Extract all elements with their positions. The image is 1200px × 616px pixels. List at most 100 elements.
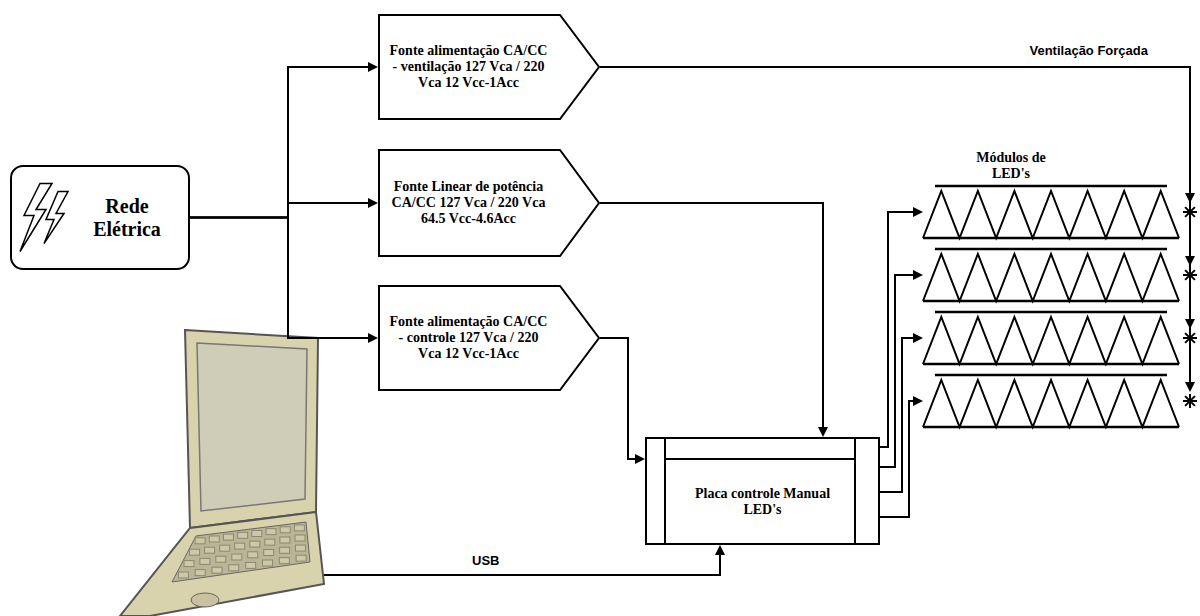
- module-base: [923, 237, 1179, 240]
- key: [280, 547, 290, 553]
- power-grid-box: Rede Elétrica: [10, 165, 190, 270]
- laptop-keyboard: [172, 522, 310, 582]
- connector-line: [880, 338, 921, 492]
- text-block: Fonte alimentação CA/CC - ventilação 127…: [386, 43, 551, 91]
- module-base: [923, 426, 1179, 429]
- key: [184, 561, 194, 567]
- key: [195, 538, 205, 544]
- usb-line: [324, 547, 720, 575]
- laptop-touchpad: [191, 593, 219, 607]
- connector-arrow: [190, 198, 378, 218]
- connector-line: [600, 338, 643, 459]
- arrowhead: [635, 454, 645, 464]
- key: [294, 525, 304, 531]
- node-label: Fonte alimentação CA/CC - controle 127 V…: [386, 314, 551, 362]
- board-side: [664, 438, 666, 544]
- rounded-box: [11, 166, 189, 269]
- text-block: Placa controle Manual LED's: [675, 486, 850, 518]
- key: [224, 534, 234, 540]
- led-triangles: [923, 254, 1179, 301]
- led-modules: Módulos de LED's: [905, 150, 1200, 430]
- laptop-screen: [197, 343, 307, 511]
- key: [200, 558, 210, 564]
- connector-arrow: [600, 338, 645, 464]
- connector-arrow: [190, 62, 378, 218]
- key: [195, 570, 205, 576]
- key: [266, 529, 276, 535]
- text-block: Fonte Linear de potência CA/CC 127 Vca /…: [386, 179, 551, 227]
- connector-arrow: [600, 67, 1195, 392]
- text-block: Rede Elétrica: [72, 195, 182, 241]
- edge-label: Ventilação Forçada: [1028, 43, 1151, 58]
- laptop-base: [120, 512, 324, 616]
- key: [246, 562, 256, 568]
- key: [209, 536, 219, 542]
- module-bar: [935, 185, 1167, 188]
- arrowhead: [913, 270, 923, 280]
- key: [280, 537, 290, 543]
- key: [232, 554, 242, 560]
- key: [212, 567, 222, 573]
- board-band: [665, 458, 855, 460]
- power-supply-block: Fonte Linear de potência CA/CC 127 Vca /…: [378, 149, 600, 257]
- key: [216, 556, 226, 562]
- node-label: Fonte alimentação CA/CC - ventilação 127…: [386, 43, 551, 91]
- board-side: [854, 438, 856, 544]
- fan-symbol: [1185, 396, 1195, 406]
- connector-arrow: [190, 218, 378, 344]
- arrowhead: [715, 545, 725, 555]
- group-heading: Módulos de LED's: [965, 150, 1057, 182]
- text-block: Fonte alimentação CA/CC - controle 127 V…: [386, 314, 551, 362]
- connector-arrow: [880, 207, 923, 517]
- key: [280, 527, 290, 533]
- fan-symbol: [1185, 270, 1195, 280]
- pentagon-outline: [379, 150, 599, 256]
- key: [205, 547, 215, 553]
- keyboard-keys: [178, 525, 306, 578]
- arrowhead: [368, 62, 378, 72]
- arrowhead: [913, 333, 923, 343]
- key: [190, 549, 200, 555]
- connector-line: [880, 275, 921, 467]
- power-supply-block: Fonte alimentação CA/CC - ventilação 127…: [378, 14, 600, 120]
- fan-symbol: [1185, 333, 1195, 343]
- node-outline: [905, 150, 1200, 430]
- key: [235, 543, 245, 549]
- connector-arrow: [600, 203, 828, 437]
- key: [296, 555, 306, 561]
- arrowhead: [368, 333, 378, 343]
- connector-line: [600, 203, 823, 435]
- arrowhead: [1185, 382, 1195, 392]
- led-triangles: [923, 317, 1179, 364]
- connector-line: [190, 67, 376, 218]
- key: [238, 532, 248, 538]
- key: [252, 531, 262, 537]
- key: [178, 572, 188, 578]
- key: [295, 535, 305, 541]
- lightning-symbol: [44, 192, 68, 244]
- key: [248, 552, 258, 558]
- arrowhead: [368, 198, 378, 208]
- key: [279, 558, 289, 564]
- connector-line: [190, 218, 376, 339]
- key: [296, 545, 306, 551]
- pentagon-outline: [379, 286, 599, 390]
- key: [263, 560, 273, 566]
- node-label: Placa controle Manual LED's: [675, 486, 850, 518]
- arrowhead: [1185, 193, 1195, 203]
- module-bar: [935, 311, 1167, 314]
- usb-cable: [324, 545, 725, 575]
- node-label: Fonte Linear de potência CA/CC 127 Vca /…: [386, 179, 551, 227]
- node-label: Rede Elétrica: [72, 195, 182, 241]
- text-block: Módulos de LED's: [965, 150, 1057, 182]
- led-triangles: [923, 380, 1179, 427]
- connector-line: [190, 203, 376, 218]
- control-board: Placa controle Manual LED's: [645, 437, 880, 545]
- key: [220, 545, 230, 551]
- key: [265, 539, 275, 545]
- module-bar: [935, 248, 1167, 251]
- board-outline: [646, 438, 879, 544]
- key: [264, 550, 274, 556]
